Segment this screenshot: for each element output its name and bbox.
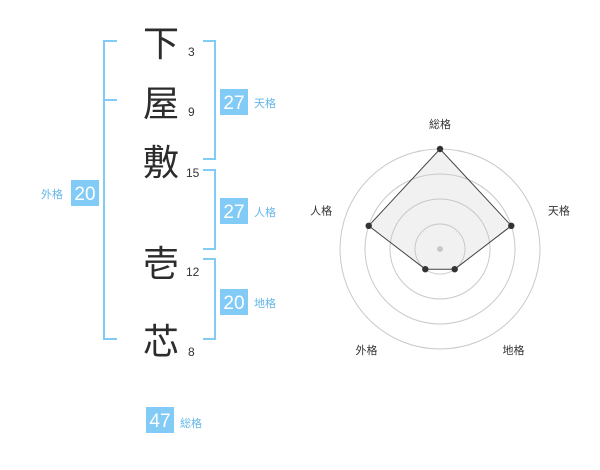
jinkaku-value: 27 <box>223 202 244 223</box>
jinkaku-label: 人格 <box>254 205 276 219</box>
chikaku-value: 20 <box>223 293 244 314</box>
name-char-4: 壱 <box>143 244 179 285</box>
name-column: 下 3 屋 9 敷 15 壱 12 芯 8 <box>143 24 200 363</box>
gaikaku-bracket <box>103 40 117 340</box>
name-char-5: 芯 <box>143 322 179 363</box>
chikaku-label: 地格 <box>254 296 276 310</box>
jinkaku-badge: 27 人格 <box>220 198 276 224</box>
gaikaku-label: 外格 <box>41 187 63 201</box>
radar-point-3 <box>451 266 458 273</box>
stroke-count-5: 8 <box>188 345 195 359</box>
radar-point-1 <box>436 145 444 153</box>
tenkaku-bracket <box>203 40 216 160</box>
radar-point-5 <box>365 222 372 229</box>
name-char-2: 屋 <box>143 84 179 125</box>
radar-points <box>365 145 515 273</box>
radar-center-dot <box>437 246 443 252</box>
radar-axis-label-3: 地格 <box>503 343 525 357</box>
radar-axis-label-5: 人格 <box>310 203 332 217</box>
gaikaku-value: 20 <box>74 184 95 205</box>
jinkaku-bracket <box>203 169 216 250</box>
soukaku-badge: 47 総格 <box>146 407 202 433</box>
tenkaku-badge: 27 天格 <box>220 89 276 115</box>
tenkaku-value: 27 <box>223 93 244 114</box>
tenkaku-label: 天格 <box>254 96 276 110</box>
radar-axis-label-4: 外格 <box>356 343 378 357</box>
soukaku-label: 総格 <box>180 416 202 430</box>
stroke-count-2: 9 <box>188 105 195 119</box>
radar-polygon <box>367 148 513 270</box>
stroke-count-3: 15 <box>186 166 200 180</box>
name-char-3: 敷 <box>143 143 179 184</box>
name-char-1: 下 <box>143 24 179 65</box>
radar-ring-3 <box>364 173 516 325</box>
chikaku-bracket <box>203 258 216 340</box>
radar-point-2 <box>508 222 515 229</box>
radar-axis-label-2: 天格 <box>548 203 570 217</box>
radar-axis-label-1: 総格 <box>429 117 451 131</box>
soukaku-value: 47 <box>149 411 170 432</box>
gaikaku-badge: 外格 20 <box>41 180 99 206</box>
radar-point-4 <box>422 266 429 273</box>
stroke-count-1: 3 <box>188 45 195 59</box>
radar-ring-2 <box>389 198 491 300</box>
stroke-count-4: 12 <box>186 265 200 279</box>
chikaku-badge: 20 地格 <box>220 289 276 315</box>
radar-ring-1 <box>414 223 466 275</box>
